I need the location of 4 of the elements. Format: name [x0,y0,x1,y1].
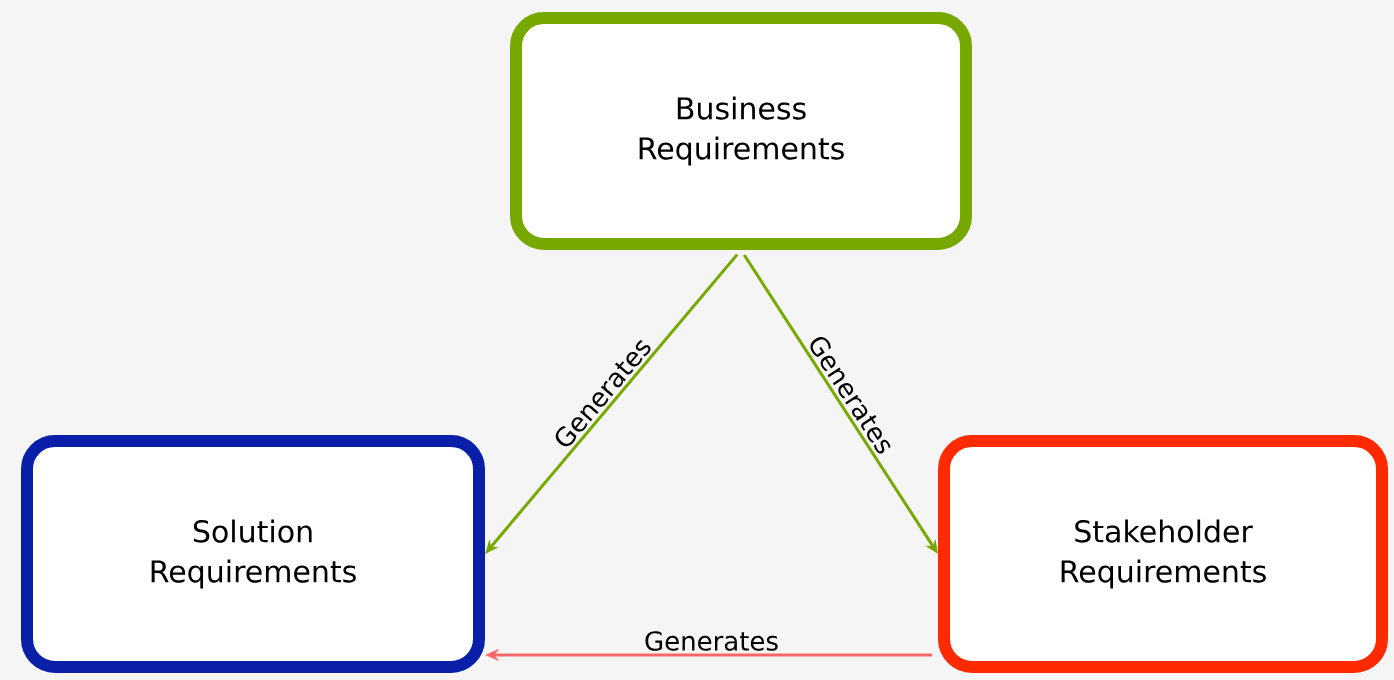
requirement-box: Solution Requirements [21,435,485,673]
requirement-box: Business Requirements [510,12,972,250]
requirement-box: Stakeholder Requirements [938,435,1388,673]
edge-label: Generates [645,631,778,651]
